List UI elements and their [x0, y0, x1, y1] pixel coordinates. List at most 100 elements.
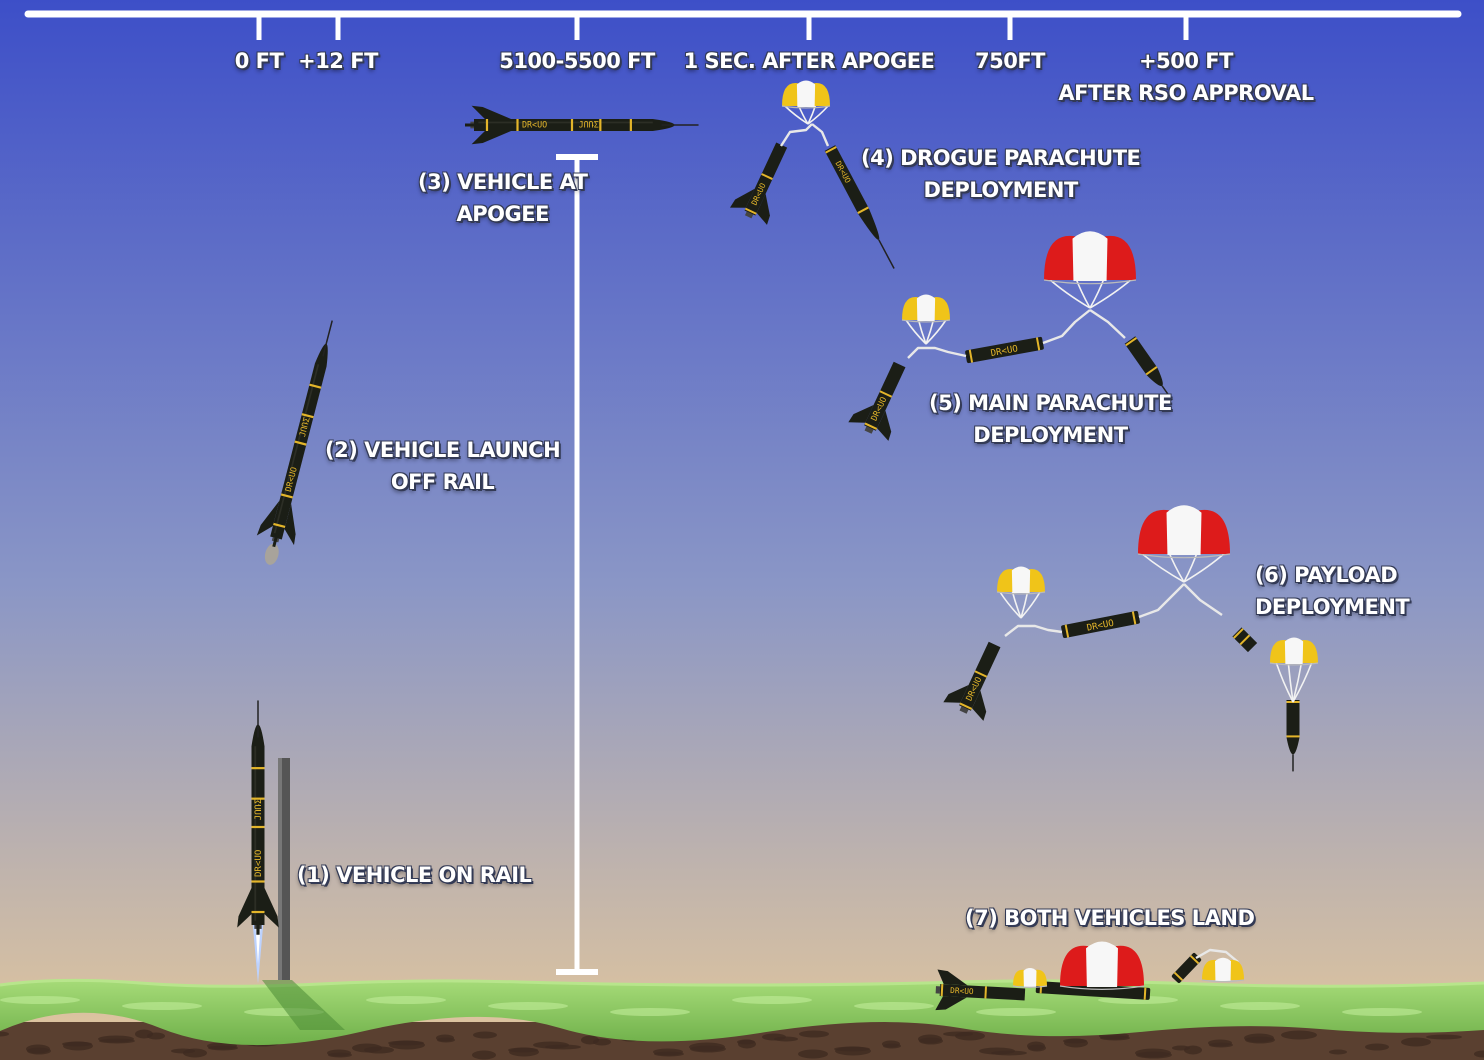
stage-label-4: (4) DROGUE PARACHUTE DEPLOYMENT — [861, 142, 1141, 206]
canopy-panel — [1199, 509, 1230, 554]
soil-pebble — [472, 1050, 496, 1060]
rocket-fin — [756, 193, 770, 225]
canopy-hem — [781, 105, 831, 109]
tick-label-line: +12 FT — [298, 49, 378, 73]
rocket-stripe — [1189, 955, 1200, 965]
grass-highlight — [1342, 1008, 1422, 1016]
landed-vehicles-group: DR<UO — [935, 941, 1245, 1011]
payload-tube: DR<UO — [965, 336, 1044, 364]
landed-payload-parachute — [1201, 957, 1245, 983]
rocket-tip — [878, 239, 895, 269]
stage-label-line: OFF RAIL — [390, 470, 495, 494]
rocket-stripe — [940, 984, 944, 997]
tick-label-line: 0 FT — [234, 49, 284, 73]
canopy-panel — [1028, 568, 1045, 592]
rocket-stripe — [864, 422, 878, 430]
rocket-fin — [471, 131, 512, 145]
rocket-exhaust — [264, 543, 279, 565]
soil-pebble — [1281, 1030, 1317, 1040]
rocket-marking-sustainer: JՈՌΣ — [579, 120, 599, 130]
canopy-hem — [1269, 662, 1319, 666]
soil-pebble — [1027, 1041, 1045, 1051]
stage-label-line: (1) VEHICLE ON RAIL — [297, 863, 532, 887]
tube-body — [1061, 610, 1140, 639]
grass-highlight — [122, 1002, 202, 1010]
rocket-stripe — [251, 880, 265, 883]
stage-label-3: (3) VEHICLE AT APOGEE — [418, 166, 588, 230]
rocket-marking-sustainer: JՈՌΣ — [297, 416, 312, 438]
rocket-marking-sustainer: JՈՌΣ — [254, 798, 264, 820]
canopy-panel — [813, 82, 830, 106]
shroud-line — [1292, 661, 1313, 703]
canopy-panel — [1044, 235, 1075, 280]
rocket-tube — [864, 361, 906, 431]
rocket-body-shine — [478, 121, 653, 124]
rocket-stripe — [251, 910, 265, 914]
soil-pebble — [918, 1034, 942, 1044]
rocket-marking-booster: DR<UO — [522, 120, 547, 130]
stage-label-6: (6) PAYLOAD DEPLOYMENT — [1255, 559, 1410, 623]
stage-label-line: (4) DROGUE PARACHUTE — [861, 146, 1141, 170]
tick-label-750ft: 750FT — [975, 45, 1046, 77]
shock-cord — [811, 123, 830, 147]
rocket-center-fin — [272, 533, 279, 548]
soil-pebble — [388, 1040, 424, 1046]
rocket-fin — [848, 404, 874, 423]
nose-stub-section — [1232, 627, 1258, 653]
stage-label-5: (5) MAIN PARACHUTE DEPLOYMENT — [929, 387, 1172, 451]
rocket-stripe — [984, 986, 987, 999]
stage-label-line: APOGEE — [456, 202, 550, 226]
rocket-stripe — [485, 119, 489, 131]
soil-pebble — [135, 1029, 153, 1039]
canopy-panel — [796, 80, 816, 107]
drogue-parachute — [781, 80, 831, 109]
rocket-stripe — [301, 413, 314, 419]
rocket-stripe — [251, 767, 265, 770]
rocket-fin — [264, 887, 279, 928]
rocket-stripe — [1233, 628, 1244, 639]
canopy-hem — [1137, 553, 1231, 559]
rocket-tip — [322, 320, 333, 357]
rocket-stripe — [629, 119, 632, 131]
shock-cord — [779, 123, 813, 147]
rocket-fin — [256, 500, 280, 536]
rocket-fin — [877, 410, 892, 441]
tick-label-after-apogee: 1 SEC. AFTER APOGEE — [684, 45, 935, 77]
stage-label-line: DEPLOYMENT — [923, 178, 1079, 202]
landed-payload-vehicle — [1171, 953, 1202, 983]
tick-label-12ft: +12 FT — [298, 45, 378, 77]
main-parachute — [1137, 505, 1231, 559]
rocket-stripe — [1125, 337, 1138, 347]
soil-pebble — [1172, 1045, 1190, 1051]
soil-pebble — [327, 1049, 351, 1057]
stage-label-line: (6) PAYLOAD — [1255, 563, 1398, 587]
canopy-panel — [1023, 967, 1037, 987]
rocket-stripe — [516, 119, 519, 131]
rocket-body — [251, 724, 265, 925]
rocket-marking: DR<UO — [990, 344, 1019, 359]
main-parachute — [1043, 231, 1137, 285]
rocket-tube — [939, 984, 1026, 1001]
rocket-stripe — [1173, 971, 1184, 981]
stage-label-line: (3) VEHICLE AT — [418, 170, 588, 194]
grass-highlight — [488, 1002, 568, 1010]
canopy-panel — [1011, 566, 1031, 593]
soil-pebble — [979, 1047, 1015, 1055]
canopy-panel — [916, 294, 936, 321]
canopy-panel — [997, 568, 1014, 592]
soil-pebble — [171, 1048, 195, 1054]
soil-pebble — [62, 1041, 92, 1047]
soil-pebble — [207, 1042, 237, 1050]
apogee-height-bar — [556, 154, 598, 975]
rocket-at-apogee: DR<UO JՈՌΣ — [465, 105, 699, 145]
canopy-panel — [933, 296, 950, 320]
rocket-stripe — [1064, 624, 1070, 638]
soil-pebble — [0, 1031, 9, 1037]
shock-cord — [907, 346, 967, 359]
tube-body — [965, 336, 1044, 364]
soil-pebble — [834, 1046, 870, 1052]
rocket-body-shine — [273, 364, 320, 534]
rocket-marking-booster: DR<UO — [254, 850, 264, 877]
